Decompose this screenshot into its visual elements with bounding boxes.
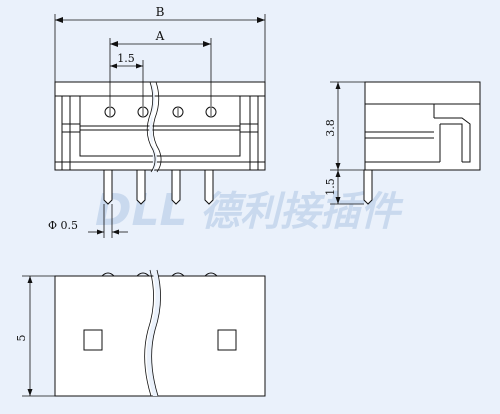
solder-pins xyxy=(103,169,214,205)
front-view: B A 1.5 Φ 0.5 xyxy=(48,5,266,238)
dimension-a: A xyxy=(109,29,212,106)
side-view: 3.8 1.5 xyxy=(324,81,481,205)
contact-pins-front xyxy=(104,106,217,118)
dimension-b-label: B xyxy=(156,5,165,19)
dimension-pin-diameter-label: Φ 0.5 xyxy=(48,219,78,232)
dimension-depth: 5 xyxy=(15,275,55,397)
dimension-pitch-label: 1.5 xyxy=(117,52,135,65)
watermark-chinese: 德利接插件 xyxy=(200,189,404,235)
dimension-b: B xyxy=(54,5,266,82)
dimension-height: 3.8 xyxy=(324,81,365,171)
dimension-pin-length: 1.5 xyxy=(324,170,364,205)
dimension-depth-label: 5 xyxy=(15,335,28,342)
bottom-view: 5 xyxy=(15,269,266,397)
dimension-a-label: A xyxy=(155,29,165,43)
dimension-pin-length-label: 1.5 xyxy=(324,178,337,196)
dimension-pin-diameter: Φ 0.5 xyxy=(48,204,128,238)
dimension-height-label: 3.8 xyxy=(324,119,337,137)
dimension-pitch: 1.5 xyxy=(110,52,144,106)
